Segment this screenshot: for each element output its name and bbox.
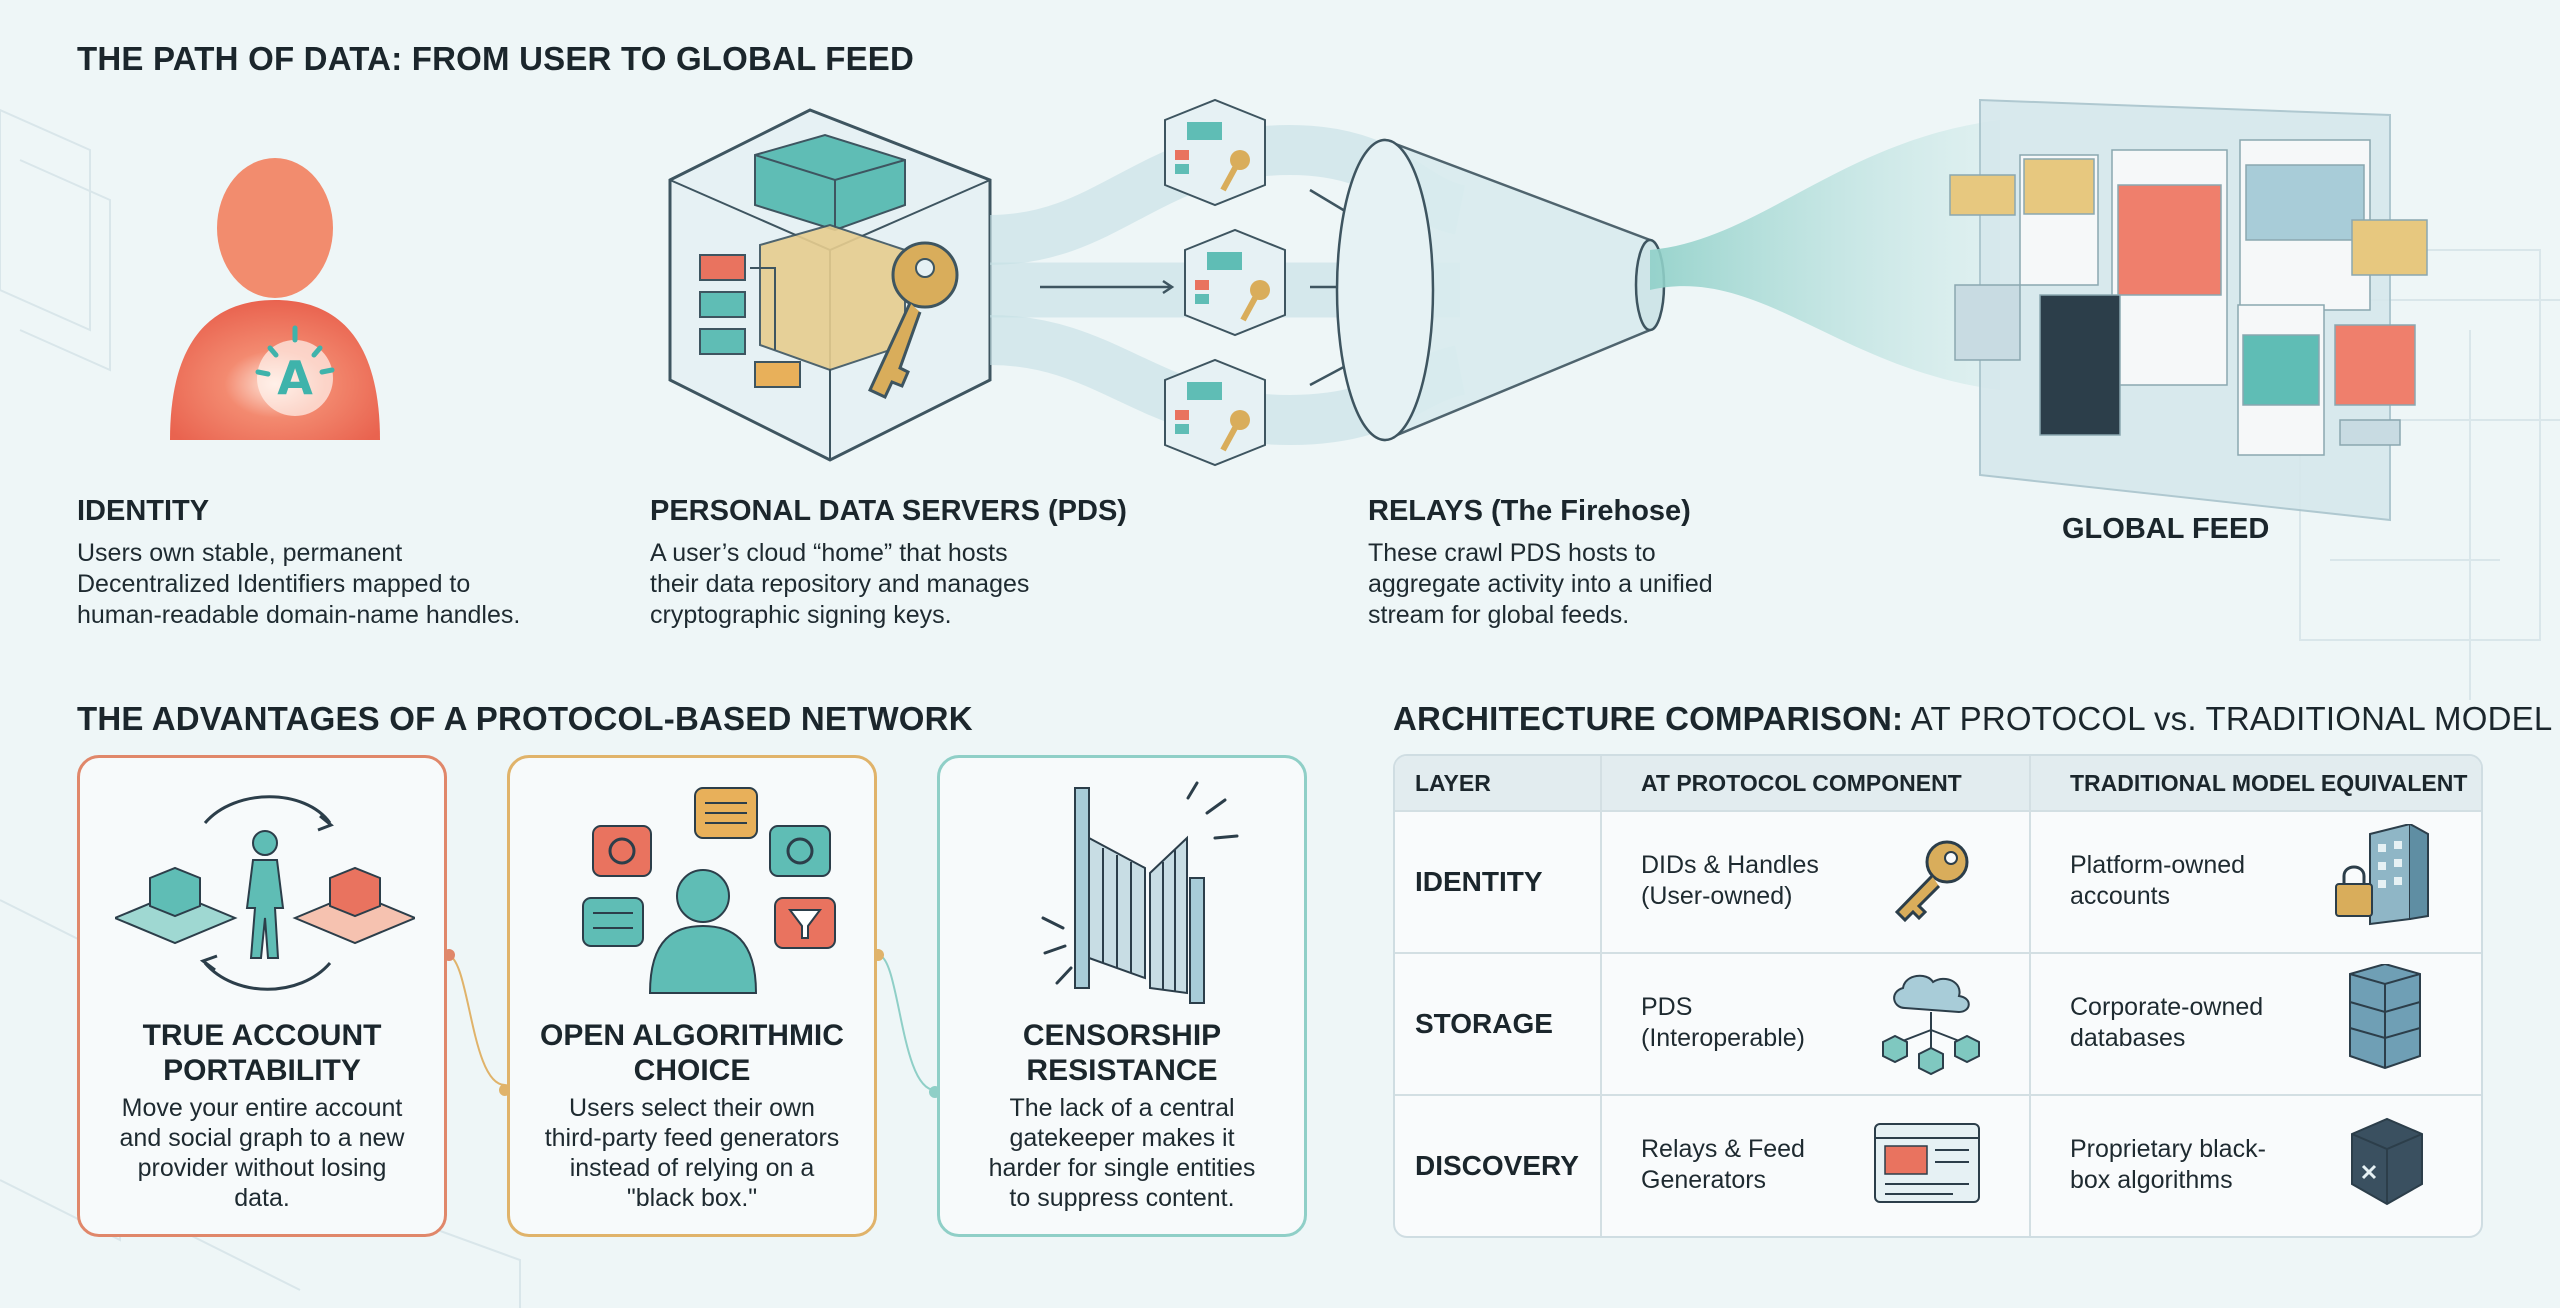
key-icon [1894,840,1969,923]
table-row-label: DISCOVERY [1415,1150,1579,1181]
black-box-icon [2351,1117,2423,1206]
server-stack-icon [2349,964,2421,1069]
stage-identity-title: IDENTITY [77,495,210,527]
global-feed-illustration [1949,98,2428,522]
open-gate-icon [1041,781,1239,1004]
algorithm-choice-icon [582,787,836,994]
pds-cube-illustration [668,108,992,462]
table-row-label: IDENTITY [1415,866,1543,897]
stage-pds-title: PERSONAL DATA SERVERS (PDS) [650,495,1127,527]
table-header-at-protocol: AT PROTOCOL COMPONENT [1641,756,1962,810]
relay-funnel-illustration [990,98,1666,467]
signing-key-icon [868,241,959,399]
advantages-section-title: THE ADVANTAGES OF A PROTOCOL-BASED NETWO… [77,700,973,737]
identity-person-icon: A [170,158,380,440]
locked-building-icon [2335,824,2429,926]
table-header-traditional: TRADITIONAL MODEL EQUIVALENT [2070,756,2468,810]
firehose-stream [1650,120,2000,390]
comparison-section-title: ARCHITECTURE COMPARISON: AT PROTOCOL vs.… [1393,700,2553,737]
table-cell-at: DIDs & Handles(User-owned) [1641,851,1819,910]
path-section-title: THE PATH OF DATA: FROM USER TO GLOBAL FE… [77,40,915,77]
svg-text:A: A [277,351,313,405]
stage-relays-title: RELAYS (The Firehose) [1368,495,1691,527]
table-header-layer: LAYER [1415,756,1491,810]
portability-icon [115,795,415,991]
cloud-network-icon [1882,974,1980,1076]
comparison-table: LAYER AT PROTOCOL COMPONENT TRADITIONAL … [1393,754,2483,1238]
feed-window-icon [1874,1123,1980,1203]
table-cell-at: PDS(Interoperable) [1641,993,1805,1052]
relay-small-cubes [1164,98,1286,467]
table-row-label: STORAGE [1415,1008,1553,1039]
table-cell-traditional: Proprietary black-box algorithms [2070,1135,2266,1194]
funnel [1335,138,1666,442]
stage-feed-title: GLOBAL FEED [2062,513,2270,545]
